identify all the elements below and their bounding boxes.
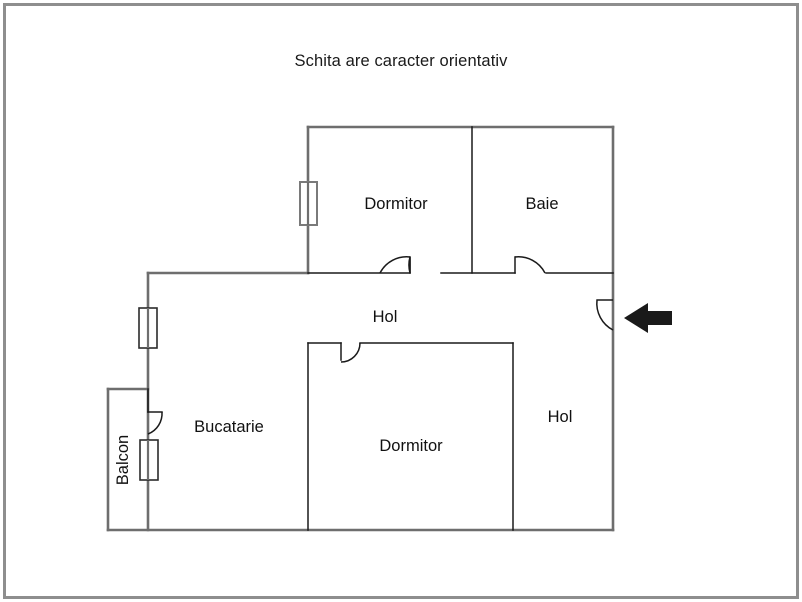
room-label-hol-middle: Hol [373, 308, 398, 326]
interior-partitions [147, 126, 614, 531]
image-frame-border [3, 3, 799, 599]
door-swings [147, 256, 614, 435]
door-arc-balcon [147, 411, 163, 435]
exterior-walls [106, 125, 615, 532]
room-label-bucatarie: Bucatarie [194, 418, 264, 436]
page-title: Schita are caracter orientativ [294, 52, 508, 70]
door-arc-dormitor-top [408, 256, 411, 274]
door-arc-baie [514, 256, 546, 274]
room-label-dormitor-top: Dormitor [364, 195, 428, 213]
room-label-dormitor-bottom: Dormitor [379, 437, 443, 455]
entrance-arrow-shape [624, 303, 672, 333]
room-label-balcon: Balcon [114, 435, 132, 485]
windows [138, 181, 318, 481]
door-arc-dormitor-bottom [340, 342, 361, 363]
room-label-baie: Baie [525, 195, 558, 213]
door-arc-entrance [596, 299, 614, 331]
door-arc-dormitor-top-curve [379, 256, 411, 274]
entrance-arrow [624, 303, 672, 333]
room-label-hol-right: Hol [548, 408, 573, 426]
room-labels: Dormitor Baie Hol Bucatarie Dormitor Hol… [114, 195, 572, 485]
